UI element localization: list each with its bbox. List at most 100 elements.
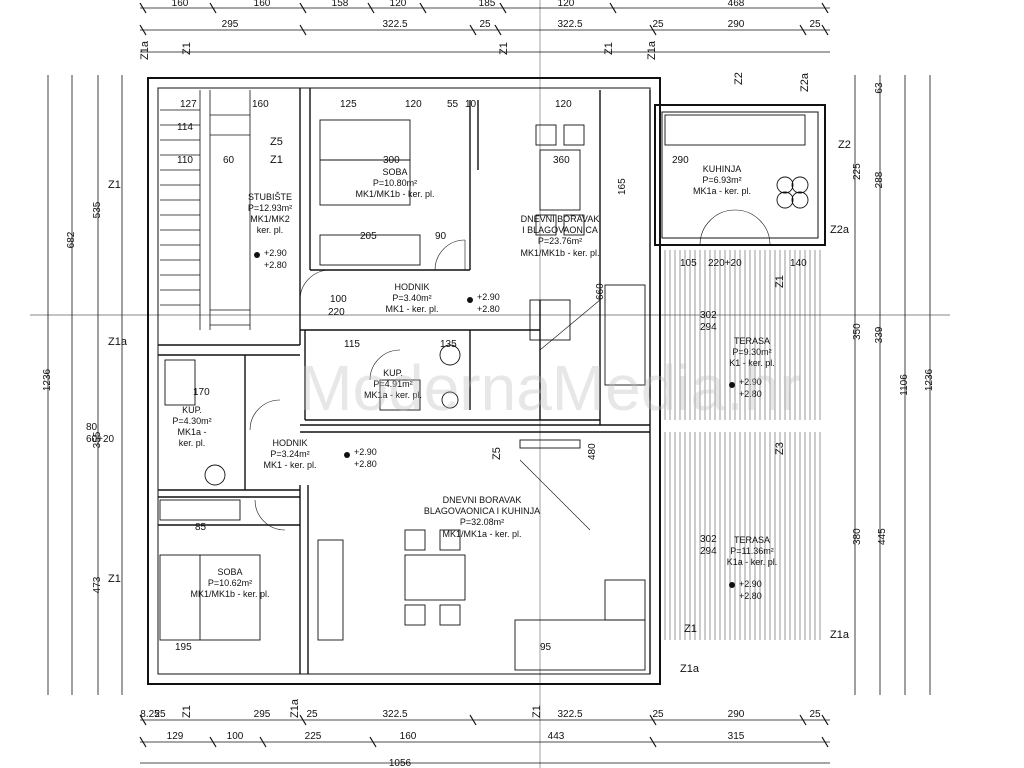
inner-dim: 225 [852, 163, 863, 180]
room-finish: MK1/MK1b - ker. pl. [190, 589, 269, 599]
dim-right-5: 1236 [924, 368, 935, 391]
dim-bot-7: 25 [652, 709, 664, 720]
room-area: P=4.30m² [172, 416, 211, 426]
room-name: SOBA [382, 167, 407, 177]
room-terasa-lower: TERASA P=11.36m² K1a - ker. pl. [727, 535, 778, 567]
wall-tag-z1: Z1 [181, 42, 193, 55]
room-finish: MK1a - ker. pl. [364, 390, 422, 400]
inner-dim: 115 [344, 339, 360, 350]
room-name: HODNIK [394, 282, 429, 292]
room-finish-2: ker. pl. [179, 438, 206, 448]
level-top: +2.90 [739, 579, 762, 589]
room-name: TERASA [734, 336, 770, 346]
inner-dim: 220+20 [708, 258, 742, 269]
inner-dim: 120 [405, 99, 422, 110]
room-finish: MK1 - ker. pl. [263, 460, 316, 470]
room-area: P=12.93m² [248, 203, 292, 213]
dim-left-3: 473 [92, 576, 103, 593]
inner-dim: 135 [440, 339, 457, 350]
level-top: +2.90 [739, 377, 762, 387]
dim-bot-2: 25 [154, 709, 166, 720]
room-finish: MK1/MK2 [250, 214, 290, 224]
room-finish: K1 - ker. pl. [729, 358, 775, 368]
dim-bot-15: 315 [728, 731, 745, 742]
level-dot-icon [254, 252, 260, 258]
room-area: P=32.08m² [460, 517, 504, 527]
room-area: P=3.40m² [392, 293, 431, 303]
dim-top-4: 120 [390, 0, 407, 9]
inner-dim: 105 [680, 258, 697, 269]
room-area: P=6.93m² [702, 175, 741, 185]
room-kuhinja: KUHINJA P=6.93m² MK1a - ker. pl. [693, 164, 751, 196]
room-subtitle: I BLAGOVAONICA [522, 225, 598, 235]
dim-top-1: 160 [172, 0, 189, 9]
inner-dim: 195 [175, 642, 192, 653]
level-marker: +2.90 +2.80 [729, 377, 762, 399]
dim-bot-3: 295 [254, 709, 271, 720]
inner-dim: 90 [435, 231, 447, 242]
watermark: ModernaMedia.hr [299, 352, 801, 424]
inner-dim: 60+20 [86, 434, 115, 445]
room-finish: MK1 - ker. pl. [385, 304, 438, 314]
inner-dim: 114 [177, 122, 193, 133]
room-kup-upper: KUP. P=4.91m² MK1a - ker. pl. [364, 368, 422, 400]
wall-tag-z1a: Z1a [139, 40, 151, 60]
room-finish: MK1a - [177, 427, 206, 437]
level-bottom: +2.80 [477, 304, 500, 314]
dim-bot-9: 25 [809, 709, 821, 720]
dim-right-1: 288 [874, 171, 885, 188]
dim-bot-10: 129 [167, 731, 184, 742]
inner-dim: 120 [555, 99, 572, 110]
inner-dim: 480 [587, 443, 598, 460]
room-finish: MK1/MK1b - ker. pl. [520, 248, 599, 258]
wall-tag-z1a: Z1a [108, 336, 128, 348]
wall-tag-z3: Z3 [774, 442, 786, 455]
level-markers: +2.90 +2.80 +2.90 +2.80 +2.90 +2.80 +2.9… [254, 248, 762, 601]
room-name: DNEVNI BORAVAK [443, 495, 522, 505]
right-dimension-text: 288 339 1106 63 1236 [874, 82, 935, 396]
dim-bot-14: 443 [548, 731, 565, 742]
room-finish-2: ker. pl. [257, 225, 284, 235]
room-name: KUHINJA [703, 164, 742, 174]
wall-tag-z1: Z1 [684, 623, 697, 635]
inner-dim: 55 [447, 99, 459, 110]
level-bottom: +2.80 [739, 591, 762, 601]
inner-dim: 125 [340, 99, 357, 110]
dim-left-4: 682 [66, 231, 77, 248]
wall-tag-z1a: Z1a [289, 698, 301, 718]
room-dnevni-upper: DNEVNI BORAVAK I BLAGOVAONICA P=23.76m² … [520, 214, 599, 258]
wall-tag-z1a: Z1a [830, 629, 850, 641]
inner-dim: 300 [383, 155, 400, 166]
inner-dimensions: 127 160 125 120 55 10 120 114 110 60 300… [86, 99, 888, 653]
dim-bot-total: 1056 [389, 758, 412, 768]
dim-left-5: 1236 [42, 368, 53, 391]
level-dot-icon [467, 297, 473, 303]
dim-top-10: 25 [479, 19, 491, 30]
dim-top-8: 295 [222, 19, 239, 30]
room-finish: MK1/MK1a - ker. pl. [442, 529, 521, 539]
level-bottom: +2.80 [739, 389, 762, 399]
inner-dim: 160 [252, 99, 269, 110]
room-area: P=10.80m² [373, 178, 417, 188]
room-area: P=10.62m² [208, 578, 252, 588]
level-dot-icon [344, 452, 350, 458]
dim-left-2: 355 [92, 431, 103, 448]
inner-dim: 127 [180, 99, 197, 110]
inner-dim: 205 [360, 231, 377, 242]
level-dot-icon [729, 582, 735, 588]
dim-bot-13: 160 [400, 731, 417, 742]
dim-bot-8: 290 [728, 709, 745, 720]
dim-top-13: 290 [728, 19, 745, 30]
dim-top-14: 25 [809, 19, 821, 30]
bottom-dimension-text: 8.25 25 295 25 322.5 322.5 25 290 25 129… [140, 709, 821, 768]
room-subtitle: BLAGOVAONICA I KUHINJA [424, 506, 540, 516]
room-soba-upper: SOBA P=10.80m² MK1/MK1b - ker. pl. [355, 167, 434, 199]
wall-tags: Z1 Z1a Z1 Z1 Z1a Z2 Z2a Z2 Z2a Z1 Z1a Z1… [108, 40, 851, 718]
room-stubiste: STUBIŠTE P=12.93m² MK1/MK2 ker. pl. [248, 192, 292, 235]
room-terasa-upper: TERASA P=9.30m² K1 - ker. pl. [729, 336, 775, 368]
inner-dim: 302 [700, 534, 717, 545]
dim-bot-6: 322.5 [557, 709, 582, 720]
wall-tag-z1: Z1 [498, 42, 510, 55]
inner-dim: 660 [595, 283, 606, 300]
